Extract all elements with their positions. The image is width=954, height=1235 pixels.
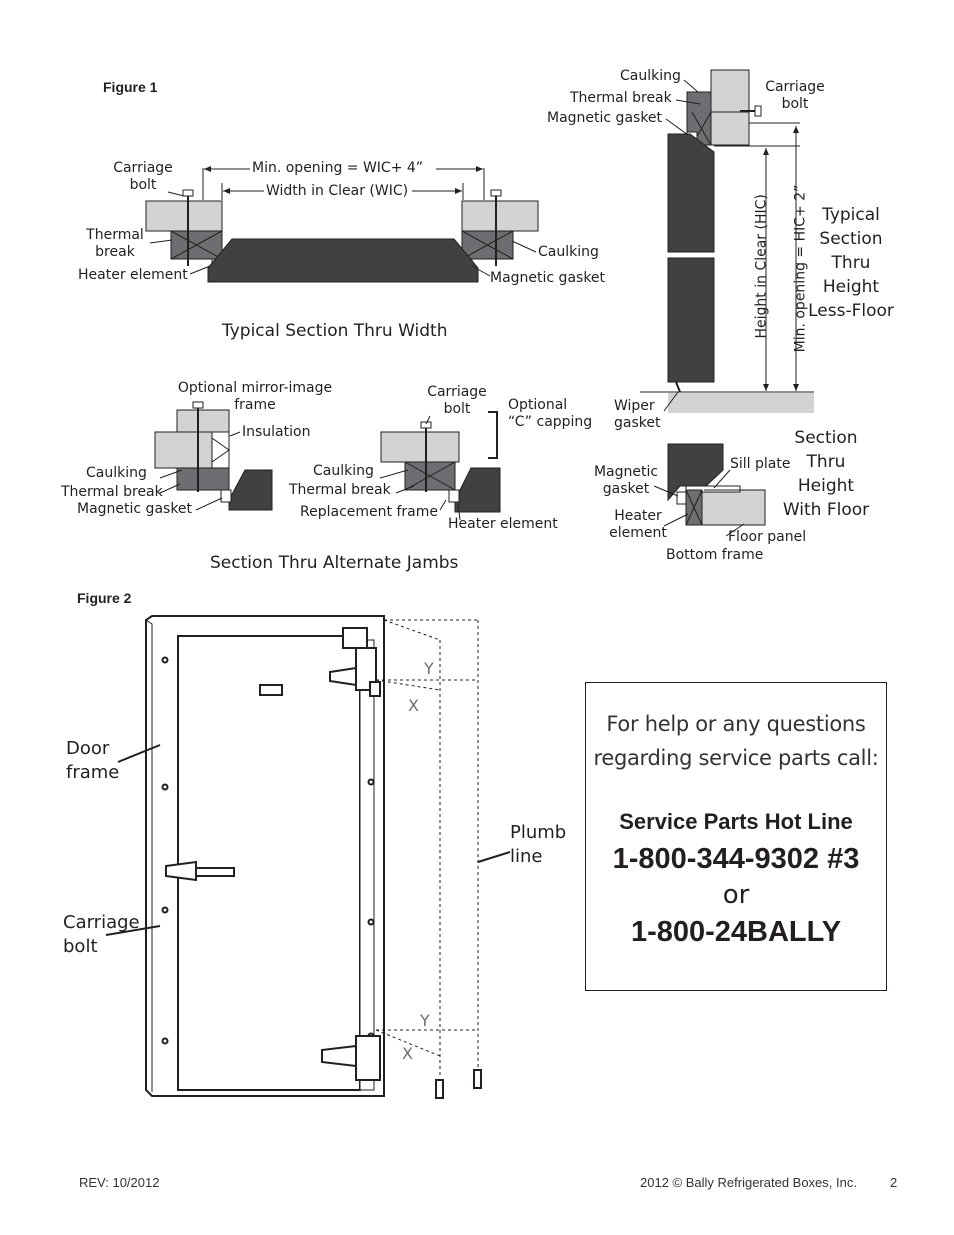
door-elevation-drawing bbox=[105, 615, 511, 1099]
height-min-opening-label: Min. opening = HIC+ 2” bbox=[792, 184, 809, 353]
fig2-carriage-bolt-label: Carriage bolt bbox=[63, 912, 140, 957]
help-text: For help or any questions regarding serv… bbox=[593, 712, 879, 770]
caulking-label: Caulking bbox=[538, 244, 599, 260]
page-number: 2 bbox=[890, 1175, 898, 1190]
heater-element-label: Heater element bbox=[78, 267, 188, 283]
sill-plate-label: Sill plate bbox=[730, 456, 791, 472]
optional-mirror-frame-label: Optional mirror-image frame bbox=[177, 380, 333, 413]
y-top-label: Y bbox=[424, 659, 434, 678]
insulation-label: Insulation bbox=[242, 424, 311, 440]
x-top-label: X bbox=[408, 696, 419, 715]
width-in-clear-label: Width in Clear (WIC) bbox=[266, 183, 409, 199]
y-bottom-label: Y bbox=[420, 1011, 430, 1030]
or-separator: or bbox=[722, 880, 750, 910]
height-in-clear-label: Height in Clear (HIC) bbox=[753, 194, 770, 339]
height-magnetic-gasket-label: Magnetic gasket bbox=[547, 110, 663, 126]
height-caulking-label: Caulking bbox=[620, 68, 681, 84]
jamb-right-thermal-break-label: Thermal break bbox=[289, 482, 391, 498]
jamb-carriage-bolt-label: Carriage bolt bbox=[427, 384, 487, 417]
min-opening-width-label: Min. opening = WIC+ 4” bbox=[252, 160, 424, 176]
height-thermal-break-label: Thermal break bbox=[570, 90, 672, 106]
door-frame-label: Door frame bbox=[66, 738, 120, 783]
phone-primary[interactable]: 1-800-344-9302 #3 bbox=[612, 843, 860, 875]
floor-section-drawing bbox=[653, 443, 766, 537]
height-section-caption: Typical Section Thru Height Less-Floor bbox=[808, 205, 894, 321]
jamb-heater-element-label: Heater element bbox=[448, 516, 558, 532]
floor-magnetic-gasket-label: Magnetic gasket bbox=[593, 464, 659, 497]
width-section-drawing bbox=[145, 166, 539, 283]
plumb-line-label: Plumb line bbox=[510, 822, 567, 867]
alternate-jambs-caption: Section Thru Alternate Jambs bbox=[210, 553, 459, 573]
jamb-left-thermal-break-label: Thermal break bbox=[61, 484, 163, 500]
height-carriage-bolt-label: Carriage bolt bbox=[765, 79, 825, 112]
floor-panel-label: Floor panel bbox=[728, 529, 807, 545]
bottom-frame-label: Bottom frame bbox=[666, 547, 764, 563]
carriage-bolt-label: Carriage bolt bbox=[113, 160, 173, 193]
phone-alt[interactable]: 1-800-24BALLY bbox=[630, 916, 842, 948]
jamb-left-caulking-label: Caulking bbox=[86, 465, 147, 481]
thermal-break-label: Thermal break bbox=[86, 227, 144, 260]
service-help-box: For help or any questions regarding serv… bbox=[585, 682, 887, 991]
floor-heater-element-label: Heater element bbox=[609, 508, 667, 541]
hotline-title: Service Parts Hot Line bbox=[619, 809, 853, 834]
jamb-right-caulking-label: Caulking bbox=[313, 463, 374, 479]
revision-text: REV: 10/2012 bbox=[79, 1175, 160, 1190]
alternate-jamb-left-drawing bbox=[154, 401, 273, 511]
figure-1-label: Figure 1 bbox=[103, 79, 158, 95]
optional-c-capping-label: Optional “C” capping bbox=[508, 397, 593, 430]
alternate-jamb-right-drawing bbox=[379, 411, 501, 521]
magnetic-gasket-label: Magnetic gasket bbox=[490, 270, 606, 286]
figure-2-label: Figure 2 bbox=[77, 590, 132, 606]
width-section-caption: Typical Section Thru Width bbox=[222, 321, 448, 341]
replacement-frame-label: Replacement frame bbox=[300, 504, 438, 520]
x-bottom-label: X bbox=[402, 1044, 413, 1063]
wiper-gasket-label: Wiper gasket bbox=[614, 398, 661, 431]
height-section-drawing bbox=[640, 69, 814, 413]
floor-section-caption: Section Thru Height With Floor bbox=[782, 428, 870, 520]
copyright-text: 2012 © Bally Refrigerated Boxes, Inc. bbox=[640, 1175, 857, 1190]
jamb-left-magnetic-gasket-label: Magnetic gasket bbox=[77, 501, 193, 517]
